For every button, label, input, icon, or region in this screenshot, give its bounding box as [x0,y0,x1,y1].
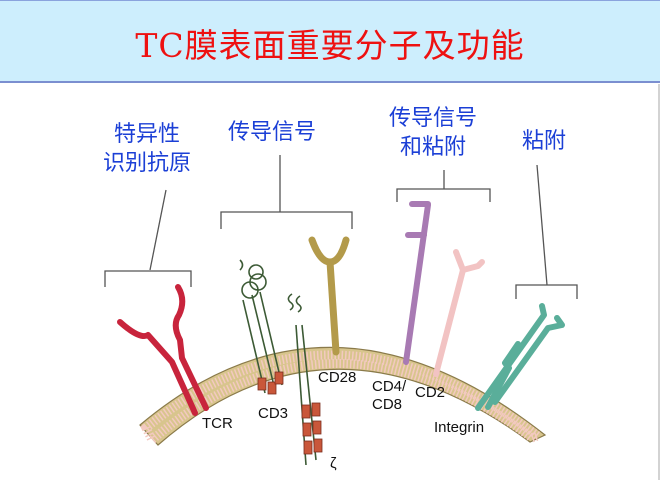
label-cd2: CD2 [415,384,445,401]
slide-edge [658,84,660,480]
page-title: TC膜表面重要分子及功能 [135,26,525,65]
label-line: 识别抗原 [103,151,192,176]
label-line: 传导信号 [228,120,317,145]
cd2-molecule [433,249,485,377]
label-line: 和粘附 [400,135,467,160]
bracket-tcr [104,270,192,287]
label-tcr: TCR [202,415,233,432]
tcr-molecule [117,284,209,416]
label-signal-transduction: 传导信号 [228,118,316,147]
zeta-molecule [287,293,317,466]
connector-line [149,189,167,271]
label-cd28: CD28 [318,369,356,386]
bracket-cd4-cd2 [396,188,491,202]
cd3-molecule [239,259,283,394]
zeta-itam-boxes [301,402,323,455]
label-zeta: ζ [330,455,337,472]
label-cd3: CD3 [258,405,288,422]
cd3-itam-boxes [257,371,284,395]
cd28-molecule [308,236,350,356]
label-integrin: Integrin [434,419,484,436]
label-line: 粘附 [522,129,567,154]
bracket-integrin [515,284,578,299]
cd4-cd8-molecule [403,201,431,365]
brackets [104,155,578,299]
integrin-molecule [475,303,565,411]
label-cd4-line1: CD4/ [372,378,407,395]
label-line: 传导信号 [389,106,478,131]
label-line: 特异性 [114,122,181,147]
label-antigen-recognition: 特异性 识别抗原 [103,120,191,178]
label-adhesion: 粘附 [522,127,566,156]
title-banner: TC膜表面重要分子及功能 [0,0,660,83]
connector-line [536,164,548,286]
bracket-signal [220,211,353,229]
label-signal-and-adhesion: 传导信号 和粘附 [389,104,477,162]
label-cd4-line2: CD8 [372,396,402,413]
